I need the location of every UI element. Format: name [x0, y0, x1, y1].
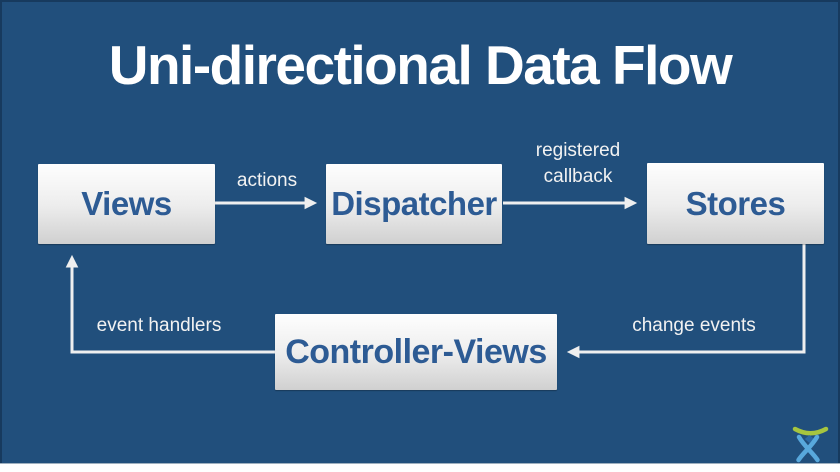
node-stores: Stores — [647, 163, 824, 244]
change-events-arrow — [566, 244, 806, 359]
node-dispatcher-label: Dispatcher — [331, 185, 497, 222]
atlassian-logo-icon — [792, 426, 829, 463]
node-controller-views: Controller-Views — [275, 314, 557, 390]
logo-limb-right — [796, 434, 820, 463]
logo-arc — [792, 426, 829, 436]
logo-head — [804, 435, 815, 443]
node-controller-views-label: Controller-Views — [285, 332, 547, 371]
node-stores-label: Stores — [685, 184, 786, 222]
node-views: Views — [38, 164, 215, 244]
node-views-label: Views — [81, 185, 172, 222]
footer-strip — [0, 463, 840, 472]
edge-label-change-events: change events — [632, 315, 756, 336]
edge-label-registered-callback: registered callback — [535, 140, 621, 187]
page-title: Uni-directional Data Flow — [108, 34, 733, 96]
event-handlers-arrow — [65, 254, 275, 354]
edge-label-actions: actions — [236, 170, 298, 191]
edge-label-event-handlers: event handlers — [96, 315, 222, 336]
node-dispatcher: Dispatcher — [326, 164, 502, 244]
